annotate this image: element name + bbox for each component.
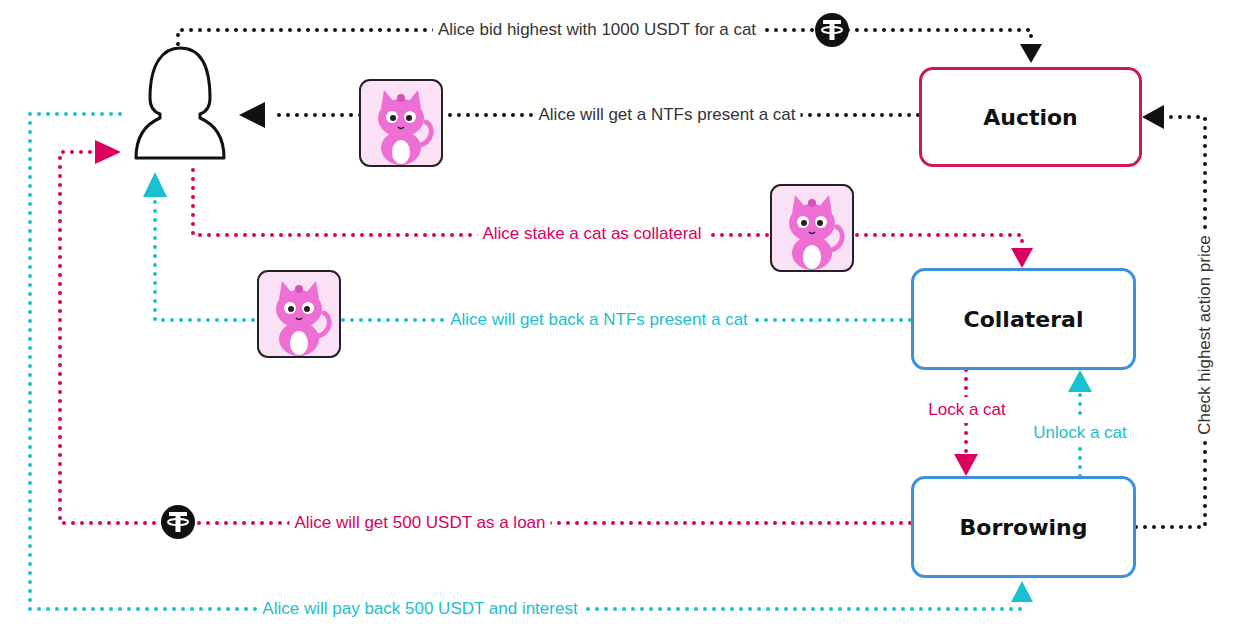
arrow-head [1068, 370, 1092, 392]
arrow-head [1020, 44, 1042, 63]
connector [954, 370, 978, 476]
flow-label: Alice stake a cat as collateral [477, 223, 706, 245]
flow-label: Alice will get 500 USDT as a loan [289, 512, 550, 534]
person-icon [136, 48, 224, 158]
edge-label: Check highest action price [1192, 232, 1218, 437]
edge-label: Lock a cat [925, 397, 1009, 423]
arrow-head [95, 140, 121, 164]
cat-nft [360, 80, 442, 166]
arrow-head [1011, 248, 1033, 268]
flow-label: Alice bid highest with 1000 USDT for a c… [433, 19, 761, 41]
auction-box: Auction [919, 67, 1142, 167]
flow-label: Alice will pay back 500 USDT and interes… [257, 598, 582, 620]
dotted-line [60, 152, 910, 523]
arrow-head [143, 172, 167, 197]
borrowing-box: Borrowing [911, 476, 1136, 578]
cat-nft [771, 185, 853, 271]
tether-coin [161, 505, 195, 539]
dotted-line [30, 114, 1022, 609]
box-label: Borrowing [960, 515, 1088, 540]
flow-label: Alice will get a NTFs present a cat [534, 104, 801, 126]
edge-label: Unlock a cat [1030, 420, 1130, 446]
box-label: Auction [983, 105, 1078, 130]
cat-nft [258, 271, 340, 357]
flow-label: Alice will get back a NTFs present a cat [445, 309, 753, 331]
dotted-line [193, 170, 1022, 246]
box-label: Collateral [964, 307, 1084, 332]
tether-coin [815, 13, 849, 47]
arrow-head [239, 102, 265, 128]
arrow-head [1011, 581, 1033, 602]
arrow-head [1142, 105, 1164, 129]
collateral-box: Collateral [911, 268, 1136, 370]
arrow-head [954, 454, 978, 476]
